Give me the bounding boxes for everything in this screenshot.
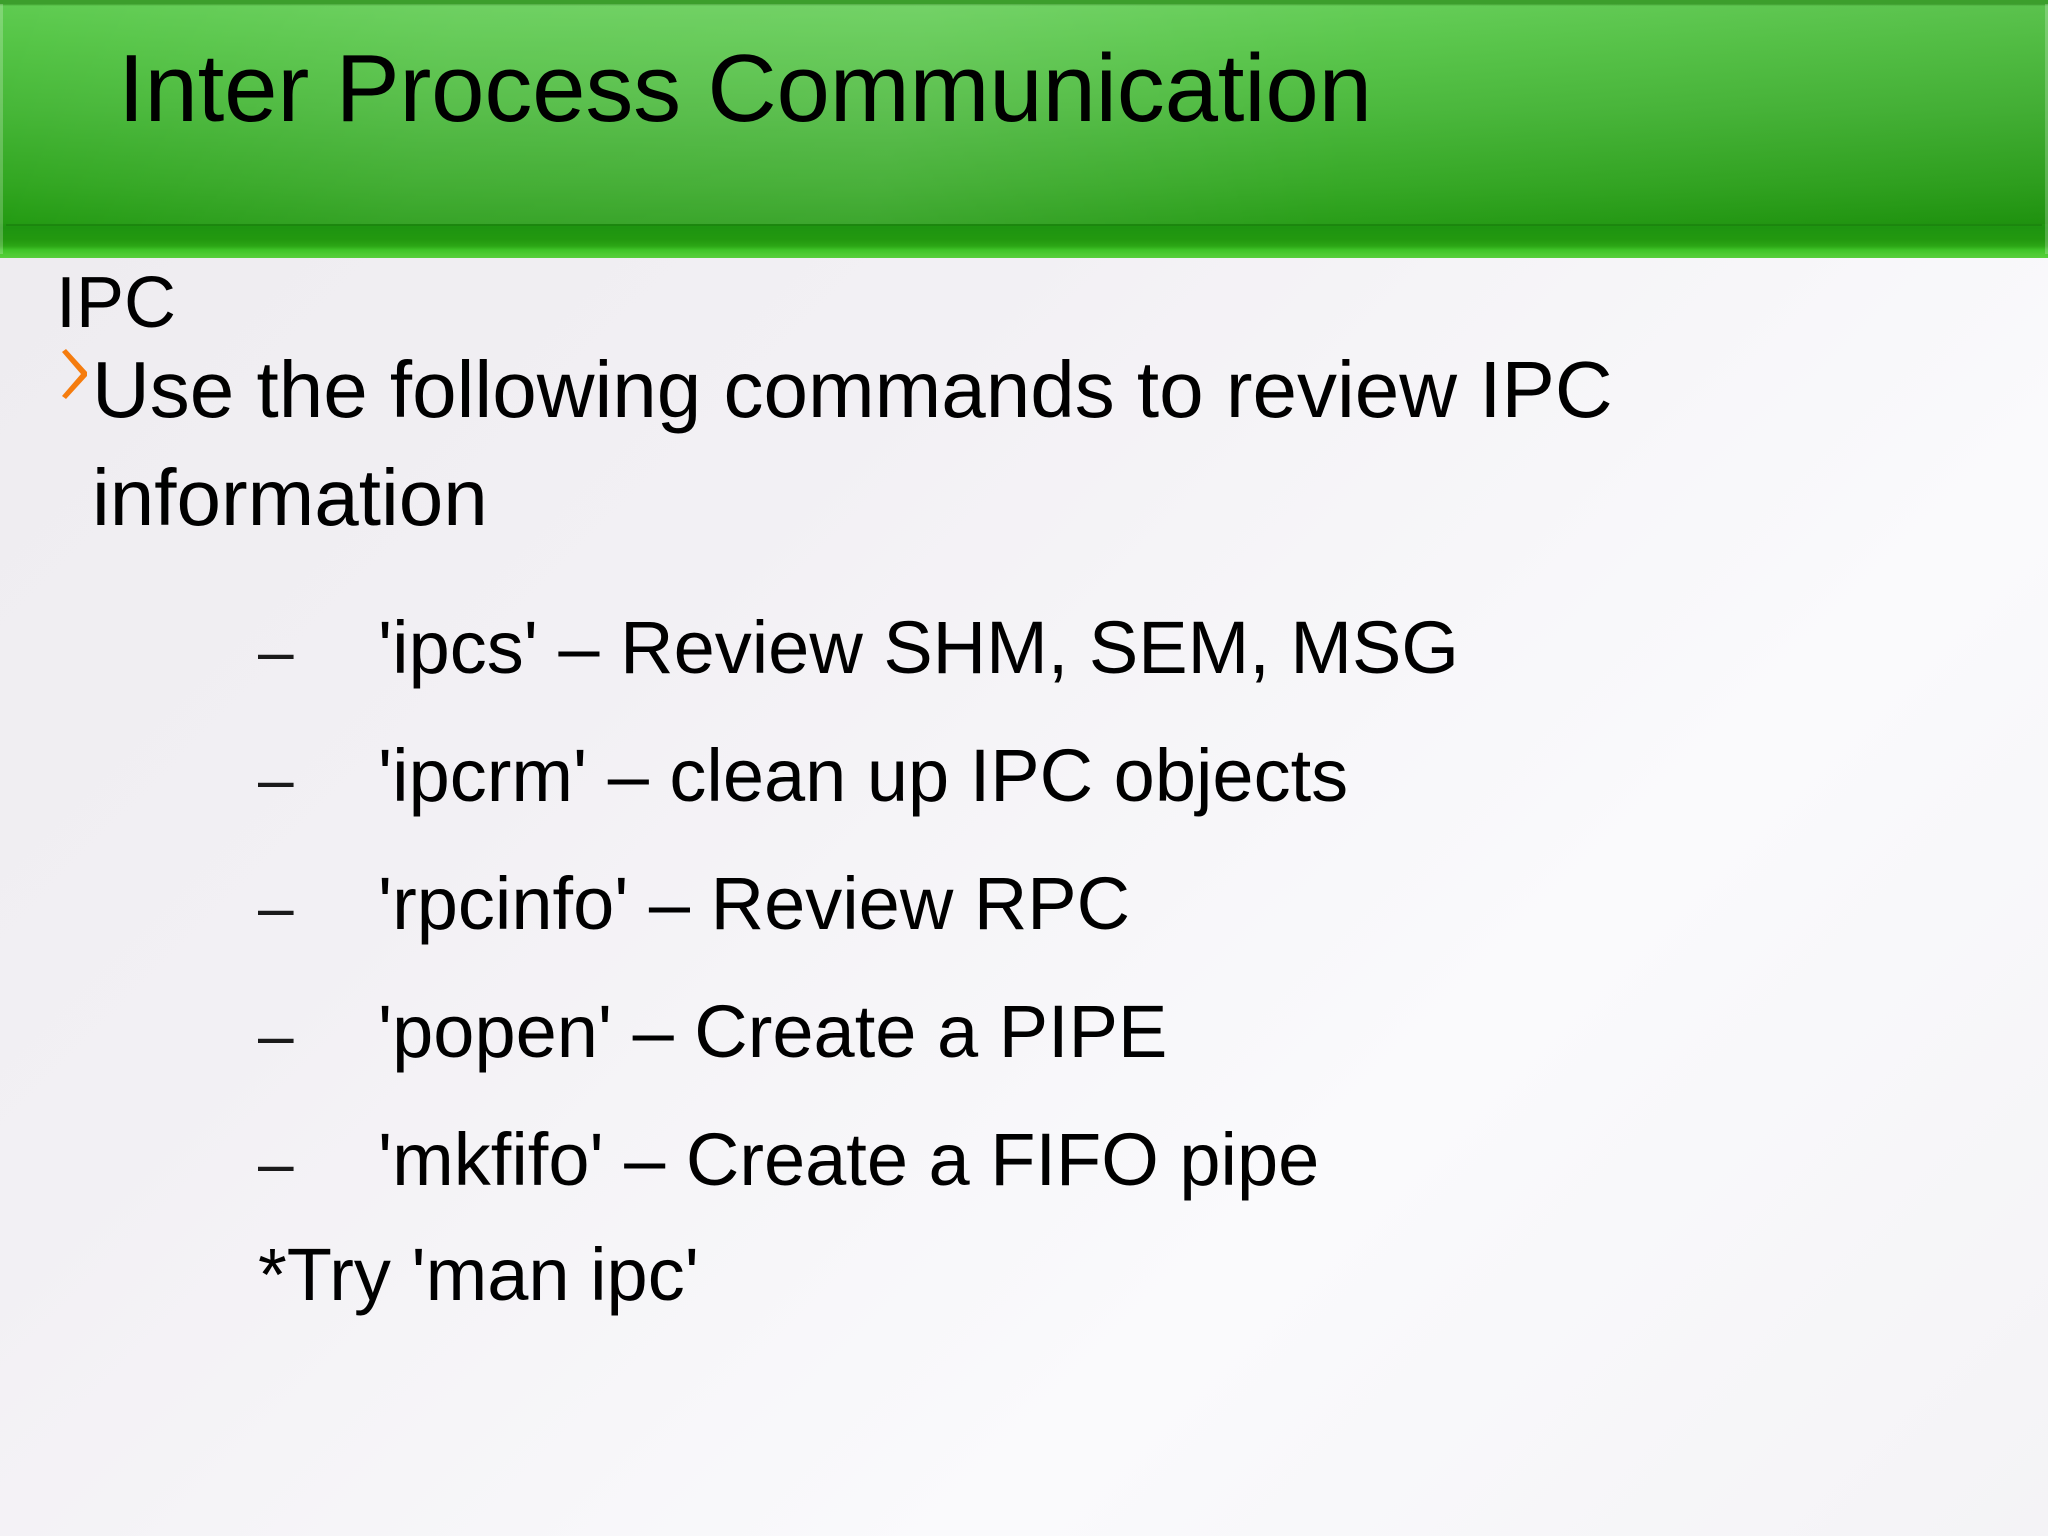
level2-bullet-text: 'ipcrm' – clean up IPC objects — [378, 734, 1349, 817]
footnote-text: *Try 'man ipc' — [258, 1233, 699, 1316]
level2-bullet-text: 'mkfifo' – Create a FIFO pipe — [378, 1118, 1320, 1201]
title-bar-left-edge — [0, 4, 3, 254]
slide-title-bar — [0, 0, 2048, 258]
level2-bullet-item: – 'mkfifo' – Create a FIFO pipe — [258, 1096, 1958, 1224]
title-bar-right-edge — [2045, 4, 2048, 254]
level2-bullet-text: 'popen' – Create a PIPE — [378, 990, 1168, 1073]
level2-bullet-item: – 'ipcrm' – clean up IPC objects — [258, 712, 1958, 840]
level1-bullet-text: Use the following commands to review IPC… — [92, 345, 1613, 542]
level2-bullet-text: 'ipcs' – Review SHM, SEM, MSG — [378, 606, 1459, 689]
level2-bullet-item: – 'popen' – Create a PIPE — [258, 968, 1958, 1096]
lead-heading: IPC — [56, 263, 177, 343]
chevron-right-icon — [56, 348, 92, 436]
dash-marker-icon: – — [258, 743, 294, 815]
level2-bullet-item: – 'rpcinfo' – Review RPC — [258, 840, 1958, 968]
slide-body: IPC Use the following commands to review… — [0, 258, 2048, 1536]
level1-bullet-item: Use the following commands to review IPC… — [56, 336, 1776, 552]
level2-bullet-text: 'rpcinfo' – Review RPC — [378, 862, 1131, 945]
dash-marker-icon: – — [258, 871, 294, 943]
dash-marker-icon: – — [258, 615, 294, 687]
level2-bullet-list: – 'ipcs' – Review SHM, SEM, MSG – 'ipcrm… — [258, 584, 1958, 1224]
slide-title: Inter Process Communication — [118, 35, 1372, 142]
level2-bullet-item: – 'ipcs' – Review SHM, SEM, MSG — [258, 584, 1958, 712]
dash-marker-icon: – — [258, 999, 294, 1071]
level1-bullet-list: Use the following commands to review IPC… — [56, 336, 1776, 552]
dash-marker-icon: – — [258, 1127, 294, 1199]
